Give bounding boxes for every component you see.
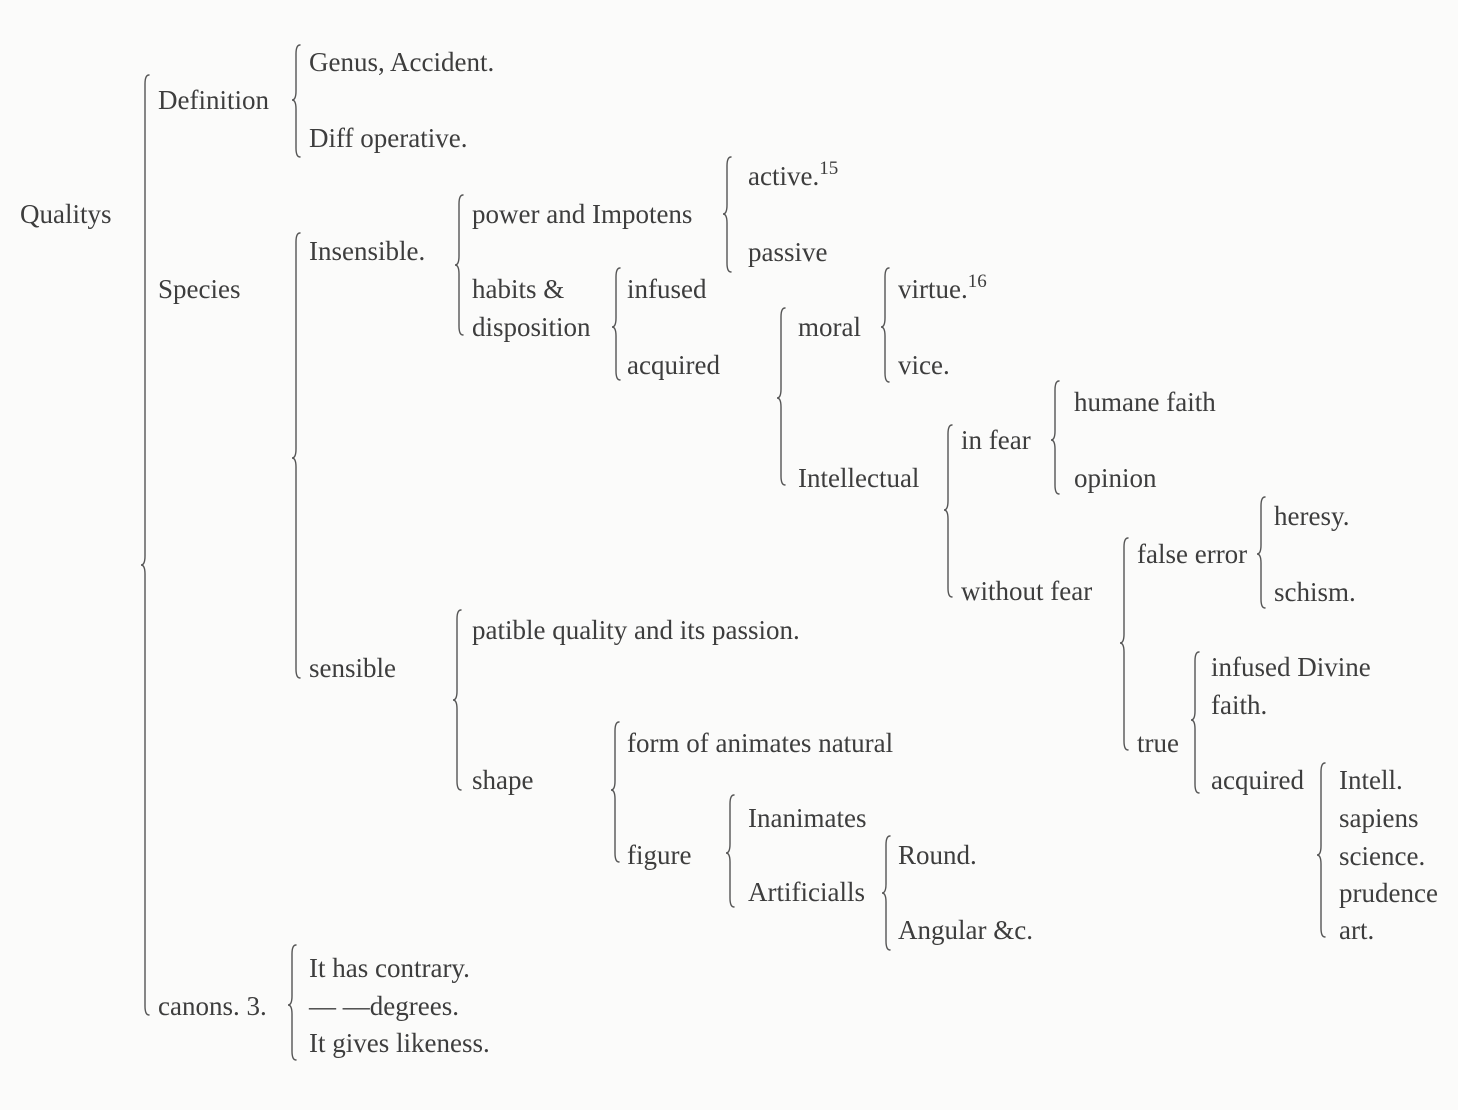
node-definition: Definition	[158, 85, 269, 115]
node-schism: schism.	[1274, 577, 1356, 607]
node-virtue: virtue.16	[898, 272, 987, 304]
node-art: art.	[1339, 915, 1375, 945]
brace-power	[722, 156, 732, 273]
brace-true	[1190, 651, 1200, 794]
node-habits-line2: disposition	[472, 312, 591, 342]
brace-in-fear	[1050, 380, 1060, 495]
brace-definition	[291, 44, 301, 158]
node-intell: Intell.	[1339, 765, 1403, 795]
brace-figure	[725, 794, 735, 908]
node-degrees: — —degrees.	[309, 991, 459, 1021]
node-science: science.	[1339, 841, 1426, 871]
node-humane-faith: humane faith	[1074, 387, 1216, 417]
node-angular: Angular &c.	[898, 915, 1033, 945]
node-passive: passive	[748, 237, 828, 267]
node-genus: Genus, Accident.	[309, 47, 495, 77]
node-infused-divine-line1: infused Divine	[1211, 652, 1371, 682]
node-in-fear: in fear	[961, 425, 1031, 455]
brace-sensible	[452, 609, 462, 791]
brace-qualitys	[140, 74, 150, 1016]
node-habits-line1: habits &	[472, 274, 565, 304]
brace-moral	[880, 267, 890, 383]
node-sensible: sensible	[309, 653, 396, 683]
node-patible: patible quality and its passion.	[472, 615, 800, 645]
node-prudence: prudence	[1339, 878, 1438, 908]
node-heresy: heresy.	[1274, 501, 1350, 531]
node-power: power and Impotens	[472, 199, 693, 229]
node-vice: vice.	[898, 350, 950, 380]
footnote-16: 16	[967, 271, 987, 292]
node-likeness: It gives likeness.	[309, 1028, 490, 1058]
node-contrary: It has contrary.	[309, 953, 470, 983]
node-active-label: active.	[748, 161, 820, 191]
node-acquired: acquired	[627, 350, 720, 380]
node-shape: shape	[472, 765, 534, 795]
node-infused: infused	[627, 274, 707, 304]
brace-shape	[610, 721, 620, 863]
brace-habits	[611, 267, 621, 381]
node-acquired-true: acquired	[1211, 765, 1304, 795]
node-form-animates: form of animates natural	[627, 728, 894, 758]
node-qualitys: Qualitys	[20, 199, 112, 229]
node-round: Round.	[898, 840, 977, 870]
brace-acquired-true	[1316, 762, 1326, 938]
brace-intellectual	[943, 424, 953, 598]
node-virtue-label: virtue.	[898, 274, 968, 304]
node-false-error: false error	[1137, 539, 1248, 569]
node-diff: Diff operative.	[309, 123, 468, 153]
node-artificialls: Artificialls	[748, 877, 865, 907]
node-species: Species	[158, 274, 241, 304]
node-inanimates: Inanimates	[748, 803, 867, 833]
brace-species	[291, 232, 301, 679]
node-intellectual: Intellectual	[798, 463, 920, 493]
node-active: active.15	[748, 159, 838, 191]
node-insensible: Insensible.	[309, 236, 426, 266]
brace-canons	[287, 944, 297, 1061]
node-infused-divine-line2: faith.	[1211, 690, 1268, 720]
footnote-15: 15	[819, 158, 839, 179]
brace-artificialls	[881, 835, 891, 951]
node-true: true	[1137, 728, 1179, 758]
node-sapiens: sapiens	[1339, 803, 1419, 833]
node-without-fear: without fear	[961, 576, 1093, 606]
brace-insensible	[454, 194, 464, 336]
brace-false-error	[1256, 496, 1266, 609]
node-figure: figure	[627, 840, 692, 870]
node-canons: canons. 3.	[158, 991, 267, 1021]
node-opinion: opinion	[1074, 463, 1157, 493]
brace-acquired	[776, 307, 786, 486]
node-moral: moral	[798, 312, 861, 342]
brace-without-fear	[1119, 537, 1129, 751]
